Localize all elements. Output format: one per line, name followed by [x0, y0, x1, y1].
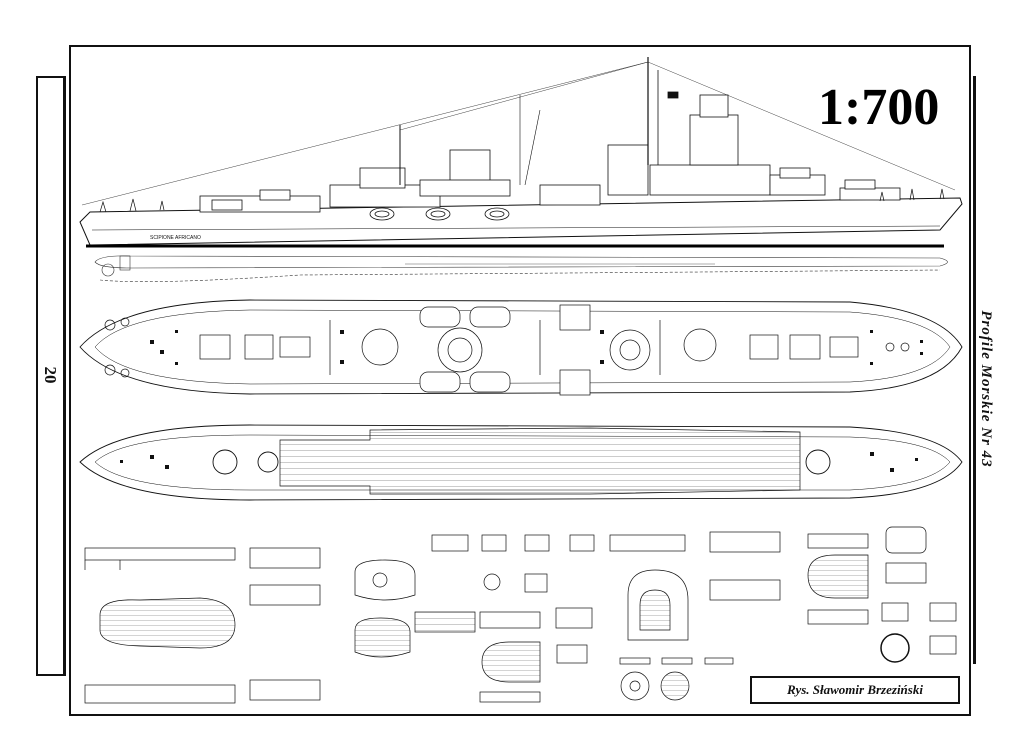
lower-deck-plan — [79, 424, 963, 501]
underwater-hull-view — [94, 255, 948, 282]
left-page-tab — [36, 76, 66, 676]
hull-name-label: SCIPIONE AFRICANO — [150, 235, 201, 241]
drawing-frame — [69, 45, 971, 716]
right-margin-rule — [973, 76, 976, 664]
author-credit: Rys. Sławomir Brzeziński — [750, 676, 960, 704]
side-profile-view: SCIPIONE AFRICANO — [79, 57, 963, 248]
planked-deck-area — [279, 427, 801, 495]
deck-outline-upper — [79, 299, 963, 395]
top-deck-plan — [79, 299, 963, 396]
scale-label: 1:700 — [818, 79, 940, 136]
detail-parts — [84, 526, 957, 704]
